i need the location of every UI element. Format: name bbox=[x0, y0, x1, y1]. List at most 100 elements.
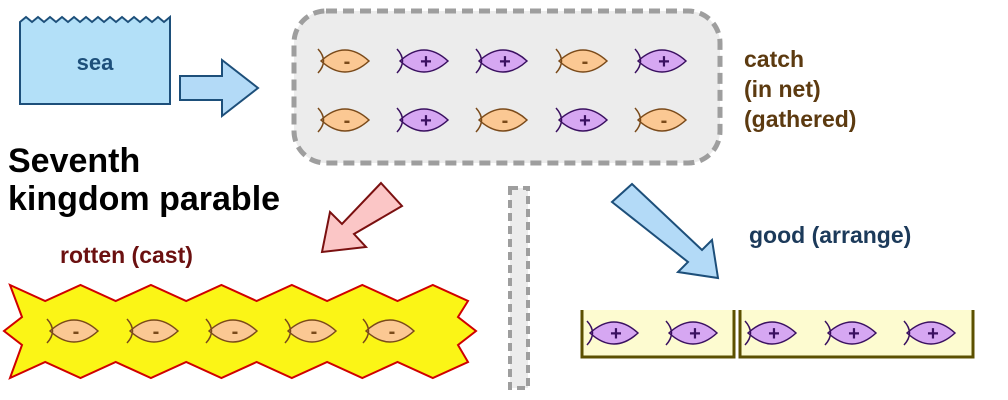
fish-body bbox=[48, 319, 100, 343]
fish-sign: - bbox=[389, 321, 396, 343]
fish-body bbox=[364, 319, 416, 343]
fish-sign: - bbox=[232, 321, 239, 343]
fish-sign: + bbox=[927, 323, 939, 345]
fish-sign: - bbox=[73, 321, 80, 343]
fish-sign: - bbox=[582, 51, 589, 73]
fish-tail bbox=[903, 320, 911, 346]
fish-sign: - bbox=[502, 110, 509, 132]
title-line-1: Seventh bbox=[8, 142, 140, 180]
title-line-2: kingdom parable bbox=[8, 180, 280, 218]
fish-sign: + bbox=[689, 323, 701, 345]
fish-tail bbox=[46, 318, 54, 344]
good-label: good (arrange) bbox=[749, 222, 911, 248]
fish-sign: + bbox=[848, 323, 860, 345]
fish-sign: - bbox=[344, 51, 351, 73]
fish-sign: + bbox=[610, 323, 622, 345]
bad-fish: - bbox=[475, 107, 529, 133]
fish-tail bbox=[126, 318, 134, 344]
fish-tail bbox=[317, 107, 325, 133]
fish-sign: - bbox=[311, 321, 318, 343]
fish-tail bbox=[744, 320, 752, 346]
good-fish: + bbox=[586, 320, 640, 346]
good-fish: + bbox=[555, 107, 609, 133]
bad-fish: - bbox=[634, 107, 688, 133]
net-fish-group: - + + - + - + - + - bbox=[317, 48, 688, 133]
good-fish: + bbox=[824, 320, 878, 346]
fish-tail bbox=[634, 48, 642, 74]
sea-shape bbox=[19, 14, 171, 105]
fish-body bbox=[636, 49, 688, 73]
arrow-sea-to-net bbox=[179, 57, 260, 119]
good-fish: + bbox=[665, 320, 719, 346]
fish-body bbox=[477, 108, 529, 132]
arrow-to-rotten bbox=[320, 181, 404, 254]
bad-fish: - bbox=[205, 318, 259, 344]
net bbox=[291, 8, 723, 166]
bad-fish: - bbox=[126, 318, 180, 344]
catch-label: catch (in net) (gathered) bbox=[744, 46, 856, 132]
fish-tail bbox=[475, 107, 483, 133]
bad-fish: - bbox=[317, 107, 371, 133]
fish-body bbox=[128, 319, 180, 343]
bad-fish: - bbox=[284, 318, 338, 344]
good-fish: + bbox=[744, 320, 798, 346]
fish-body bbox=[398, 108, 450, 132]
fish-body bbox=[667, 321, 719, 345]
fish-sign: - bbox=[661, 110, 668, 132]
good-fish: + bbox=[396, 48, 450, 74]
good-fish: + bbox=[634, 48, 688, 74]
sea-box: sea bbox=[19, 14, 171, 105]
good-fish-group: + + + + + bbox=[586, 320, 957, 346]
fish-sign: + bbox=[420, 110, 432, 132]
sea-label: sea bbox=[77, 50, 114, 75]
divider bbox=[508, 186, 530, 390]
fish-tail bbox=[475, 48, 483, 74]
fish-sign: + bbox=[499, 51, 511, 73]
fish-sign: + bbox=[420, 51, 432, 73]
fish-sign: - bbox=[153, 321, 160, 343]
bad-fish: - bbox=[555, 48, 609, 74]
fish-tail bbox=[362, 318, 370, 344]
fish-body bbox=[557, 49, 609, 73]
bad-fish: - bbox=[317, 48, 371, 74]
rotten-fish-group: ----- bbox=[46, 318, 416, 344]
fish-tail bbox=[665, 320, 673, 346]
fish-tail bbox=[634, 107, 642, 133]
fish-sign: + bbox=[768, 323, 780, 345]
good-fish: + bbox=[396, 107, 450, 133]
fish-body bbox=[286, 319, 338, 343]
catch-line-3: (gathered) bbox=[744, 106, 856, 132]
fish-tail bbox=[555, 48, 563, 74]
bad-fish: - bbox=[362, 318, 416, 344]
fish-body bbox=[319, 49, 371, 73]
fish-body bbox=[398, 49, 450, 73]
fish-tail bbox=[317, 48, 325, 74]
fish-sign: - bbox=[344, 110, 351, 132]
fish-body bbox=[477, 49, 529, 73]
fish-body bbox=[207, 319, 259, 343]
fish-body bbox=[826, 321, 878, 345]
fish-body bbox=[319, 108, 371, 132]
fish-sign: + bbox=[579, 110, 591, 132]
fish-body bbox=[636, 108, 688, 132]
good-fish: + bbox=[903, 320, 957, 346]
fish-tail bbox=[555, 107, 563, 133]
good-fish: + bbox=[475, 48, 529, 74]
fish-body bbox=[905, 321, 957, 345]
fish-tail bbox=[205, 318, 213, 344]
fish-body bbox=[557, 108, 609, 132]
fish-tail bbox=[586, 320, 594, 346]
fish-tail bbox=[396, 107, 404, 133]
fish-tail bbox=[396, 48, 404, 74]
arrow-to-good bbox=[610, 182, 720, 280]
fish-tail bbox=[824, 320, 832, 346]
fish-sign: + bbox=[658, 51, 670, 73]
fish-body bbox=[588, 321, 640, 345]
fish-body bbox=[746, 321, 798, 345]
bad-fish: - bbox=[46, 318, 100, 344]
catch-line-1: catch bbox=[744, 46, 804, 72]
fish-tail bbox=[284, 318, 292, 344]
rotten-label: rotten (cast) bbox=[60, 242, 193, 268]
catch-line-2: (in net) bbox=[744, 76, 821, 102]
